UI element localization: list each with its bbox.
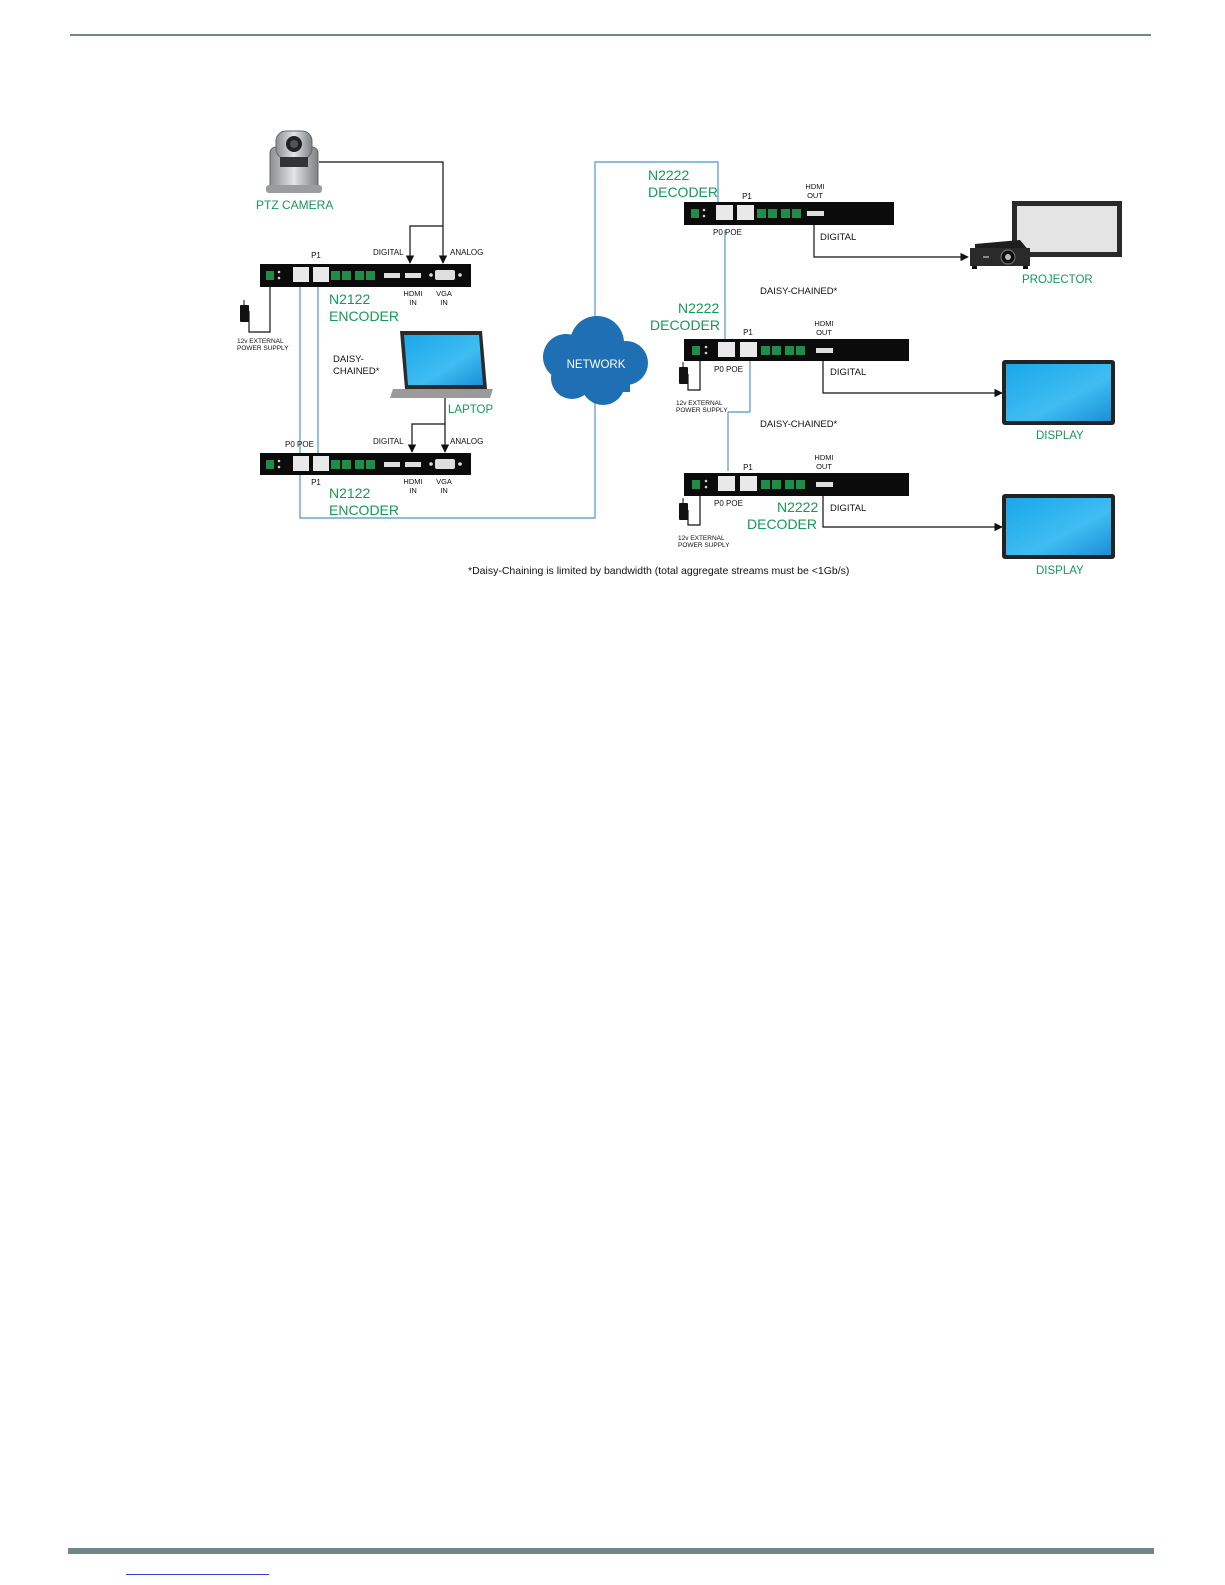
encoder2-analog-label: ANALOG [450, 437, 483, 446]
decoder2-out-label: OUT [816, 328, 832, 337]
encoder-1 [260, 264, 471, 287]
decoder1-model: N2222 [648, 167, 689, 183]
decoder1-out-label: OUT [807, 191, 823, 200]
decoder1-p1-label: P1 [742, 192, 752, 201]
encoder1-hdmi-in-label: IN [409, 298, 417, 307]
encoder2-vga-label: VGA [436, 477, 452, 486]
footer-rule [68, 1548, 1154, 1554]
psu1-label-1: 12v EXTERNAL [237, 338, 284, 345]
decoder2-model: N2222 [678, 300, 719, 316]
encoder2-p0-label: P0 POE [285, 440, 314, 449]
encoder1-vga-in-label: IN [440, 298, 448, 307]
ptz-camera [266, 130, 322, 193]
decoder1-p0-label: P0 POE [713, 228, 742, 237]
encoder1-kind: ENCODER [329, 308, 399, 324]
camera-label: PTZ CAMERA [256, 198, 333, 212]
decoder3-digital-label: DIGITAL [830, 503, 866, 514]
encoder2-hdmi-in-label: IN [409, 486, 417, 495]
encoder-2 [260, 453, 471, 475]
power-supply-3 [679, 498, 688, 520]
decoder2-p1-label: P1 [743, 328, 753, 337]
decoder2-p0-label: P0 POE [714, 365, 743, 374]
decoder-3 [684, 473, 909, 496]
power-supply-2 [679, 362, 688, 384]
laptop [390, 331, 493, 398]
encoder1-hdmi-label: HDMI [403, 289, 422, 298]
header-rule [70, 34, 1151, 36]
encoder2-vga-in-label: IN [440, 486, 448, 495]
encoder2-digital-label: DIGITAL [373, 437, 404, 446]
decoder1-digital-label: DIGITAL [820, 232, 856, 243]
daisy-right-1-label: DAISY-CHAINED* [760, 286, 838, 297]
daisy-right-2-label: DAISY-CHAINED* [760, 419, 838, 430]
psu1-label-2: POWER SUPPLY [237, 345, 289, 352]
decoder2-kind: DECODER [650, 317, 720, 333]
decoder3-out-label: OUT [816, 462, 832, 471]
encoder1-p1-label: P1 [311, 251, 321, 260]
psu2-label-1: 12v EXTERNAL [676, 400, 723, 407]
footer-link-underline[interactable] [126, 1574, 269, 1575]
psu3-label-1: 12v EXTERNAL [678, 535, 725, 542]
encoder2-p1-label: P1 [311, 478, 321, 487]
projection-screen [1012, 201, 1122, 257]
footnote: *Daisy-Chaining is limited by bandwidth … [468, 565, 849, 577]
psu3-label-2: POWER SUPPLY [678, 542, 730, 549]
network-label: NETWORK [567, 359, 626, 371]
decoder3-kind: DECODER [747, 516, 817, 532]
encoder1-vga-label: VGA [436, 289, 452, 298]
decoder3-hdmi-label: HDMI [814, 453, 833, 462]
decoder2-digital-label: DIGITAL [830, 367, 866, 378]
decoder-1 [684, 202, 894, 225]
decoder3-p1-label: P1 [743, 463, 753, 472]
decoder3-model: N2222 [777, 499, 818, 515]
decoder3-p0-label: P0 POE [714, 499, 743, 508]
decoder2-hdmi-label: HDMI [814, 319, 833, 328]
projector-label: PROJECTOR [1022, 274, 1093, 286]
encoder2-model: N2122 [329, 485, 370, 501]
network-cloud [543, 316, 648, 405]
decoder1-hdmi-label: HDMI [805, 182, 824, 191]
encoder1-analog-label: ANALOG [450, 248, 483, 257]
encoder1-model: N2122 [329, 291, 370, 307]
display1-label: DISPLAY [1036, 430, 1084, 442]
encoder1-digital-label: DIGITAL [373, 248, 404, 257]
daisy-left-l1: DAISY- [333, 354, 364, 365]
power-supply-1 [240, 300, 249, 322]
decoder-2 [684, 339, 909, 361]
daisy-left-l2: CHAINED* [333, 366, 380, 377]
encoder2-hdmi-label: HDMI [403, 477, 422, 486]
display-1 [1002, 360, 1115, 425]
display2-label: DISPLAY [1036, 565, 1084, 577]
decoder1-kind: DECODER [648, 184, 718, 200]
projector [970, 240, 1030, 269]
encoder2-kind: ENCODER [329, 502, 399, 518]
laptop-label: LAPTOP [448, 404, 493, 416]
display-2 [1002, 494, 1115, 559]
psu2-label-2: POWER SUPPLY [676, 407, 728, 414]
